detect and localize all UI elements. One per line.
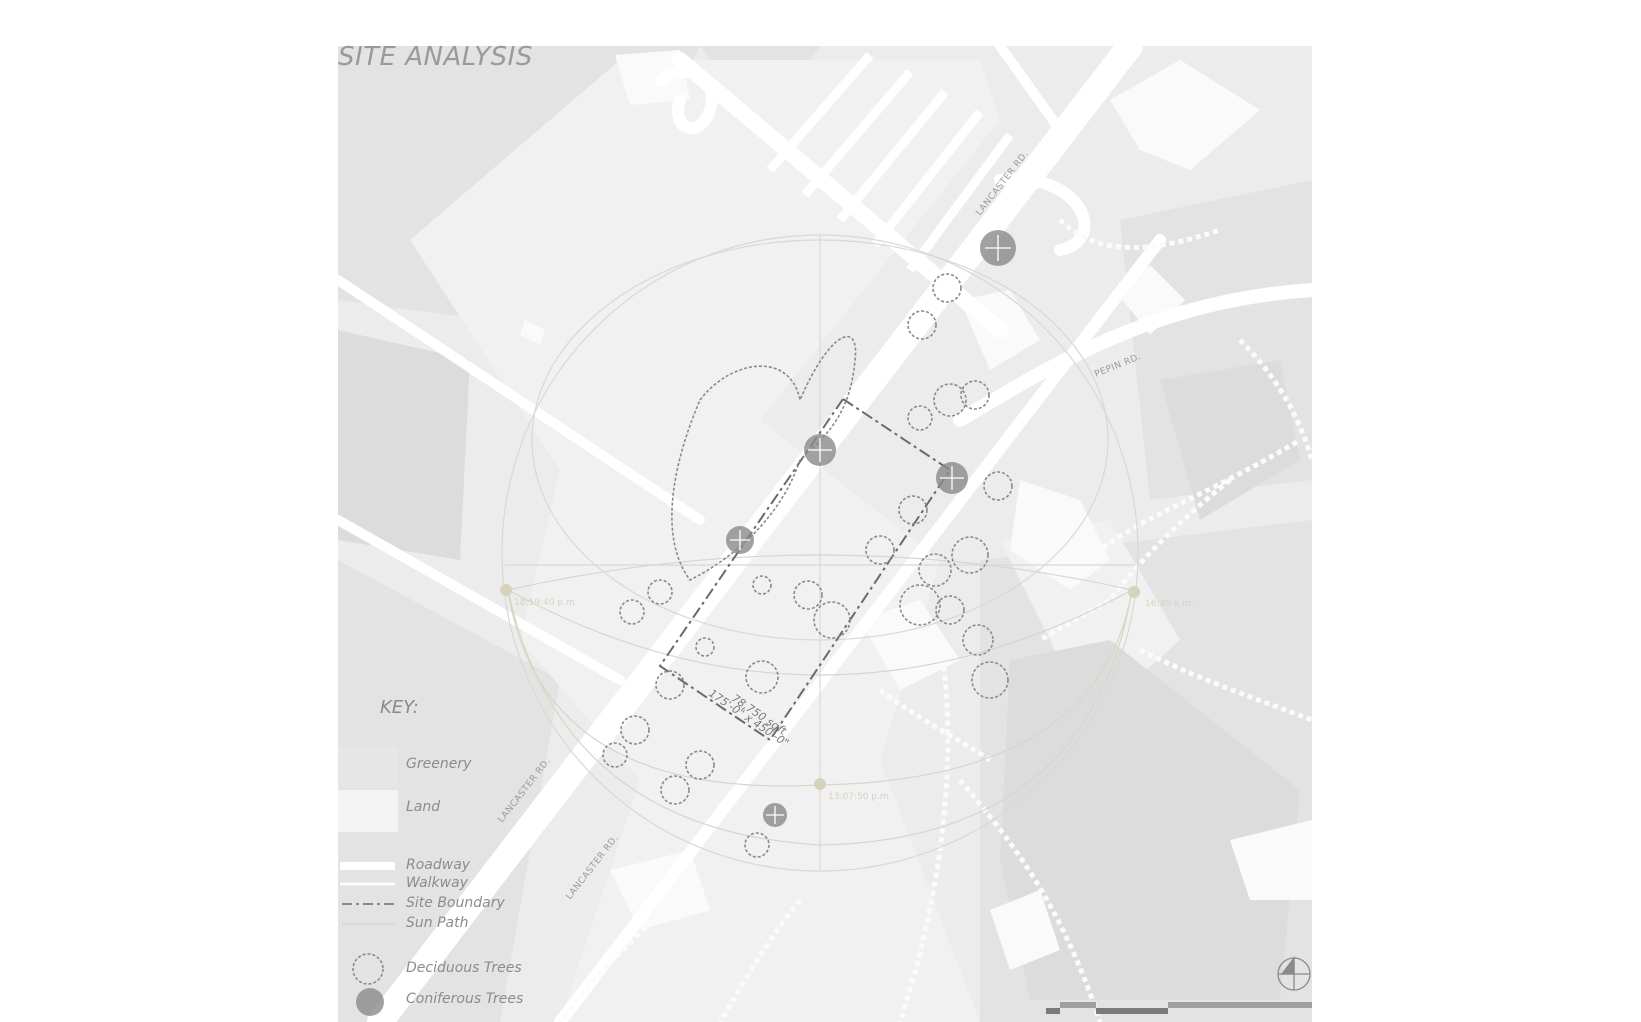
sun-time-noon: 13:07:50 p.m.	[828, 792, 891, 802]
sun-marker-west	[500, 584, 512, 596]
legend-swatch-greenery	[338, 746, 398, 788]
legend-swatch-land	[338, 790, 398, 832]
legend-label-sun-path: Sun Path	[406, 915, 469, 931]
sun-time-west: 18:59:40 p.m.	[514, 598, 577, 608]
sun-marker-noon	[814, 778, 826, 790]
legend-swatch-deciduous	[352, 953, 384, 985]
legend-title: KEY:	[380, 697, 419, 718]
legend-label-roadway: Roadway	[406, 857, 471, 873]
sun-position-markers	[500, 584, 1140, 790]
page-title: SITE ANALYSIS	[338, 42, 533, 72]
legend-label-land: Land	[406, 799, 441, 815]
roadways	[338, 46, 1312, 1022]
sun-path-diagram	[501, 234, 1139, 872]
legend-label-walkway: Walkway	[406, 875, 468, 891]
legend-label-site-boundary: Site Boundary	[406, 895, 505, 911]
legend-swatch-coniferous	[356, 988, 384, 1016]
sun-time-east: 16:40 a.m.	[1145, 599, 1194, 609]
scale-bar-icon	[1046, 1002, 1312, 1014]
site-boundary	[658, 397, 952, 742]
walkways	[558, 218, 1312, 1022]
north-arrow-icon	[1277, 956, 1311, 991]
coniferous-tree-texture	[730, 235, 1011, 824]
deciduous-trees	[602, 273, 1013, 858]
legend-label-greenery: Greenery	[406, 756, 472, 772]
legend-label-coniferous-trees: Coniferous Trees	[406, 991, 524, 1007]
sun-marker-east	[1128, 586, 1140, 598]
legend-label-deciduous-trees: Deciduous Trees	[406, 960, 522, 976]
dark-blocks	[338, 330, 1300, 1000]
legend-swatches	[338, 746, 398, 1016]
